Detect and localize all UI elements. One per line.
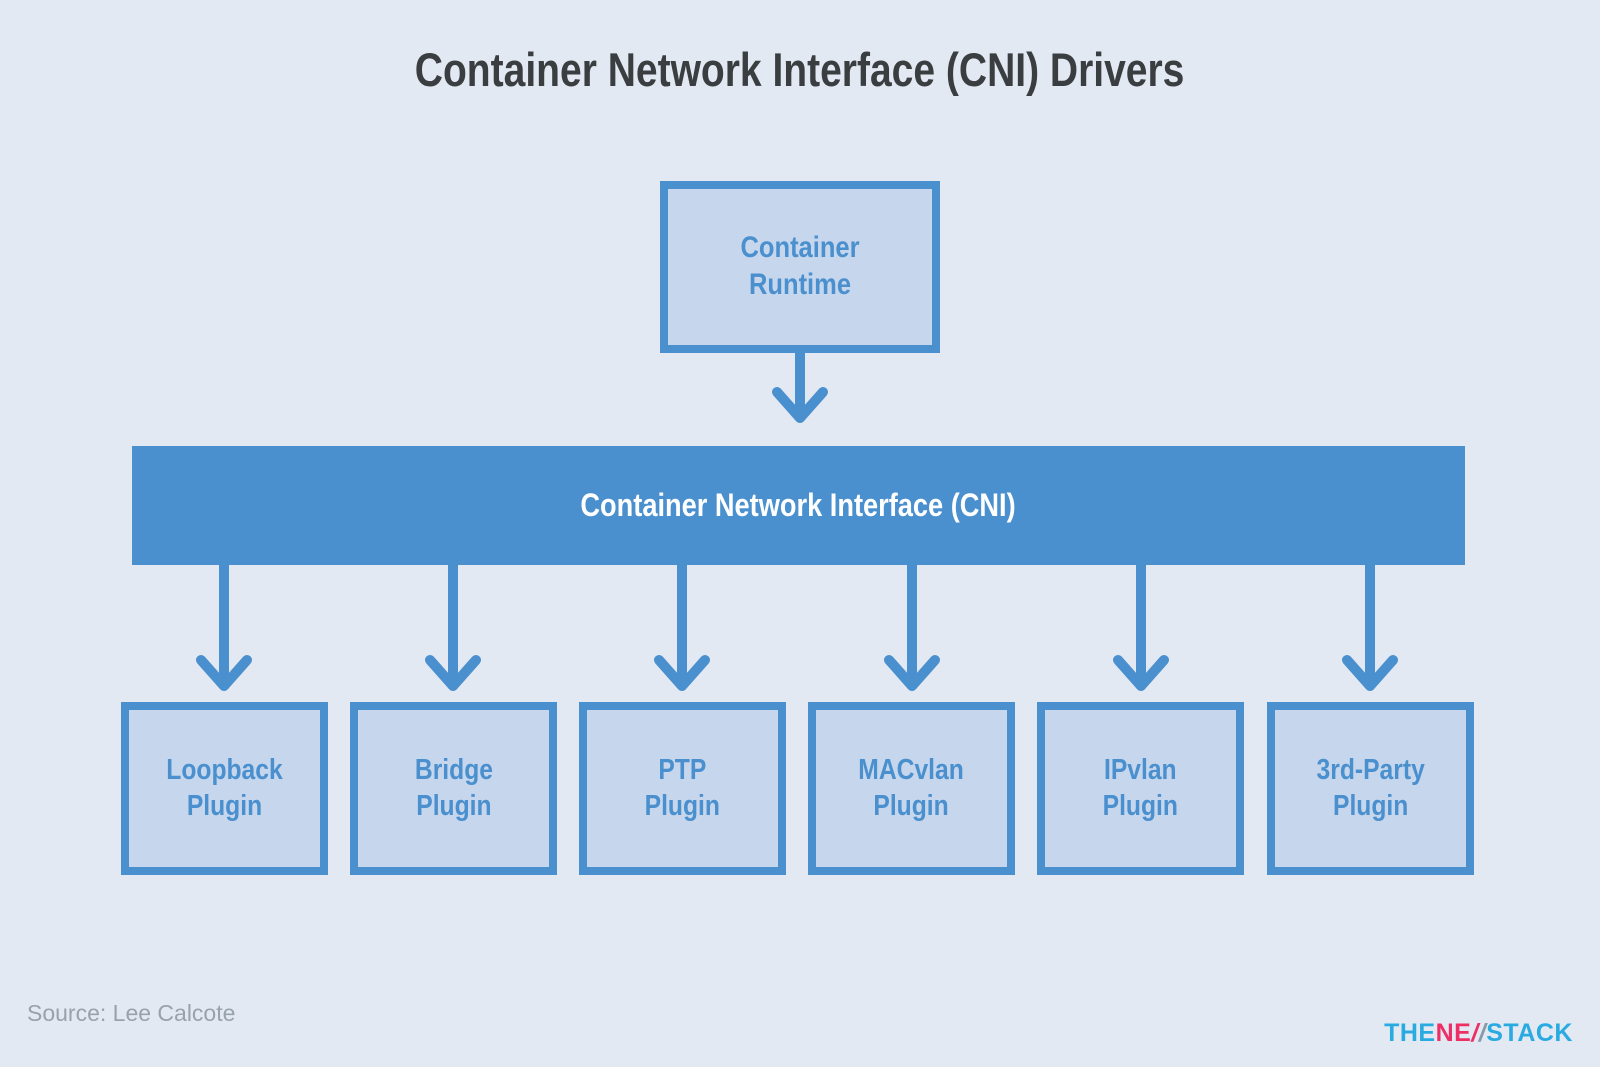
plugin-label-line2: Plugin	[186, 789, 263, 822]
thenewstack-logo: THENE//STACK	[1384, 1019, 1573, 1048]
container-runtime-node: Container Runtime	[660, 181, 940, 353]
page-title: Container Network Interface (CNI) Driver…	[415, 43, 1185, 96]
logo-ne: NE	[1435, 1019, 1472, 1047]
plugin-label-line2: Plugin	[644, 789, 721, 822]
container-runtime-line1: Container	[740, 231, 860, 265]
plugin-label: 3rd-Party Plugin	[1316, 753, 1424, 824]
source-credit: Source: Lee Calcote	[27, 1000, 236, 1026]
arrow-down-icon	[772, 352, 828, 423]
container-runtime-label: Container Runtime	[740, 230, 859, 303]
arrow-down-icon	[1342, 565, 1398, 691]
logo-the: THE	[1384, 1019, 1436, 1047]
plugin-node-ptp: PTP Plugin	[579, 702, 786, 875]
arrow-down-icon	[654, 565, 710, 691]
plugin-node-ipvlan: IPvlan Plugin	[1037, 702, 1244, 875]
connector-arrow-cni-to-bridge	[423, 565, 483, 693]
cni-bus-label: Container Network Interface (CNI)	[580, 487, 1017, 523]
arrow-down-icon	[884, 565, 940, 691]
arrow-down-icon	[1113, 565, 1169, 691]
plugin-label: IPvlan Plugin	[1103, 753, 1178, 824]
cni-bus-bar: Container Network Interface (CNI)	[132, 446, 1465, 565]
plugin-node-loopback: Loopback Plugin	[121, 702, 328, 875]
plugin-label: Bridge Plugin	[414, 753, 492, 824]
plugin-label-line1: Bridge	[414, 754, 493, 787]
plugin-label-line2: Plugin	[1102, 789, 1179, 822]
plugin-node-macvlan: MACvlan Plugin	[808, 702, 1015, 875]
plugin-label-line1: IPvlan	[1104, 754, 1177, 787]
plugin-label-line1: PTP	[658, 754, 707, 787]
plugin-label: MACvlan Plugin	[859, 753, 964, 824]
connector-arrow-cni-to-ptp	[652, 565, 712, 693]
plugin-label-line1: 3rd-Party	[1316, 754, 1425, 787]
plugin-label-line2: Plugin	[1332, 789, 1409, 822]
plugin-label: PTP Plugin	[645, 753, 720, 824]
logo-w-slash2: /	[1478, 1019, 1487, 1047]
plugin-node-3rdparty: 3rd-Party Plugin	[1267, 702, 1474, 875]
arrow-down-icon	[196, 565, 252, 691]
connector-arrow-runtime-to-cni	[770, 352, 830, 425]
connector-arrow-cni-to-3rdparty	[1340, 565, 1400, 693]
connector-arrow-cni-to-ipvlan	[1111, 565, 1171, 693]
logo-stack: STACK	[1486, 1019, 1573, 1047]
plugin-label-line2: Plugin	[415, 789, 492, 822]
connector-arrow-cni-to-loopback	[194, 565, 254, 693]
plugin-label-line1: MACvlan	[858, 754, 965, 787]
plugin-label: Loopback Plugin	[166, 753, 282, 824]
arrow-down-icon	[425, 565, 481, 691]
plugin-node-bridge: Bridge Plugin	[350, 702, 557, 875]
plugin-label-line2: Plugin	[873, 789, 950, 822]
title-row: Container Network Interface (CNI) Driver…	[0, 42, 1600, 97]
container-runtime-line2: Runtime	[748, 268, 851, 301]
plugin-label-line1: Loopback	[166, 754, 283, 787]
connector-arrow-cni-to-macvlan	[882, 565, 942, 693]
logo-w-slash1: /	[1471, 1019, 1479, 1047]
